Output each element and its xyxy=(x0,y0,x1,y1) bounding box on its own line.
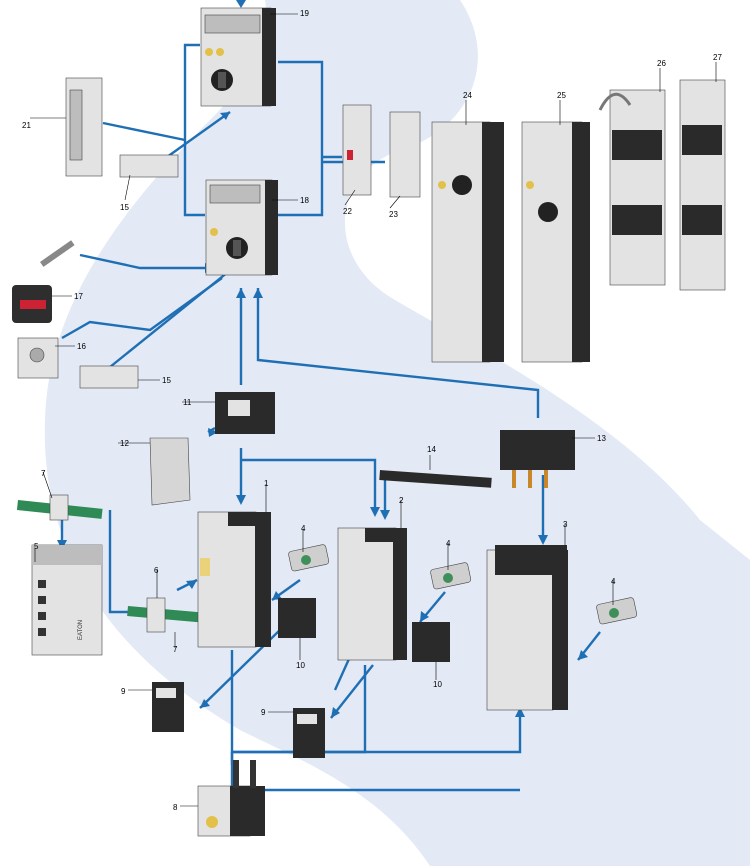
label-7-top: 7 xyxy=(41,469,46,478)
device-1-soft-starter xyxy=(197,511,271,648)
device-23-contact xyxy=(389,111,421,198)
device-22-contact xyxy=(342,104,372,196)
label-23: 23 xyxy=(389,210,398,219)
label-11: 11 xyxy=(183,398,192,407)
label-14: 14 xyxy=(427,445,436,454)
device-13-link-module xyxy=(500,430,575,488)
callout-labels: 19 18 21 15 22 23 24 25 26 27 17 16 15 1… xyxy=(22,9,722,812)
device-21-aux-contact xyxy=(65,77,103,177)
device-5-io-module: EATON xyxy=(31,544,103,656)
device-4-panel-b xyxy=(430,562,472,590)
label-17: 17 xyxy=(74,292,83,301)
device-4-panel-a xyxy=(288,544,330,572)
device-12-bracket xyxy=(149,437,191,506)
label-10-b: 10 xyxy=(433,680,442,689)
device-9-relay-a xyxy=(152,682,184,732)
label-12: 12 xyxy=(120,439,129,448)
device-6-adapter xyxy=(146,597,166,633)
label-7-bottom: 7 xyxy=(173,645,178,654)
label-13: 13 xyxy=(597,434,606,443)
label-18: 18 xyxy=(300,196,309,205)
label-4-a: 4 xyxy=(301,524,306,533)
device-17-door-handle xyxy=(12,240,75,323)
device-11-connector xyxy=(215,392,275,434)
arrowheads xyxy=(57,0,588,718)
label-15-top: 15 xyxy=(120,203,129,212)
label-21: 21 xyxy=(22,121,31,130)
label-4-c: 4 xyxy=(611,577,616,586)
device-16-enclosure xyxy=(17,337,59,379)
device-4-panel-c xyxy=(596,597,638,625)
device-26-rail-adapter xyxy=(598,89,666,286)
label-25: 25 xyxy=(557,91,566,100)
device-18-breaker xyxy=(205,179,278,276)
label-10-a: 10 xyxy=(296,661,305,670)
device-8-overload-relay xyxy=(197,760,265,837)
device-10-adapter-a xyxy=(278,598,316,638)
label-2: 2 xyxy=(399,496,404,505)
label-22: 22 xyxy=(343,207,352,216)
label-5: 5 xyxy=(34,542,39,551)
leader-lines xyxy=(30,13,717,807)
label-16: 16 xyxy=(77,342,86,351)
device-15-aux-block-top xyxy=(119,154,179,178)
device-27-rail-adapter xyxy=(679,79,726,291)
module-5-brand: EATON xyxy=(78,620,84,640)
label-15-bottom: 15 xyxy=(162,376,171,385)
device-15-aux-block-bottom xyxy=(79,365,139,389)
device-3-soft-starter xyxy=(486,545,568,711)
label-1: 1 xyxy=(264,479,269,488)
device-24-starter xyxy=(431,121,504,363)
device-19-breaker xyxy=(200,7,276,107)
label-26: 26 xyxy=(657,59,666,68)
device-14-busbar xyxy=(379,470,492,488)
label-24: 24 xyxy=(463,91,472,100)
label-8: 8 xyxy=(173,803,178,812)
label-9-b: 9 xyxy=(261,708,266,717)
device-10-adapter-b xyxy=(412,622,450,662)
device-7-cable-top xyxy=(16,494,103,521)
label-4-b: 4 xyxy=(446,539,451,548)
label-6: 6 xyxy=(154,566,159,575)
device-25-starter xyxy=(521,121,590,363)
label-3: 3 xyxy=(563,520,568,529)
device-2-soft-starter xyxy=(337,527,407,661)
label-9-a: 9 xyxy=(121,687,126,696)
device-9-relay-b xyxy=(293,708,325,758)
label-27: 27 xyxy=(713,53,722,62)
label-19: 19 xyxy=(300,9,309,18)
